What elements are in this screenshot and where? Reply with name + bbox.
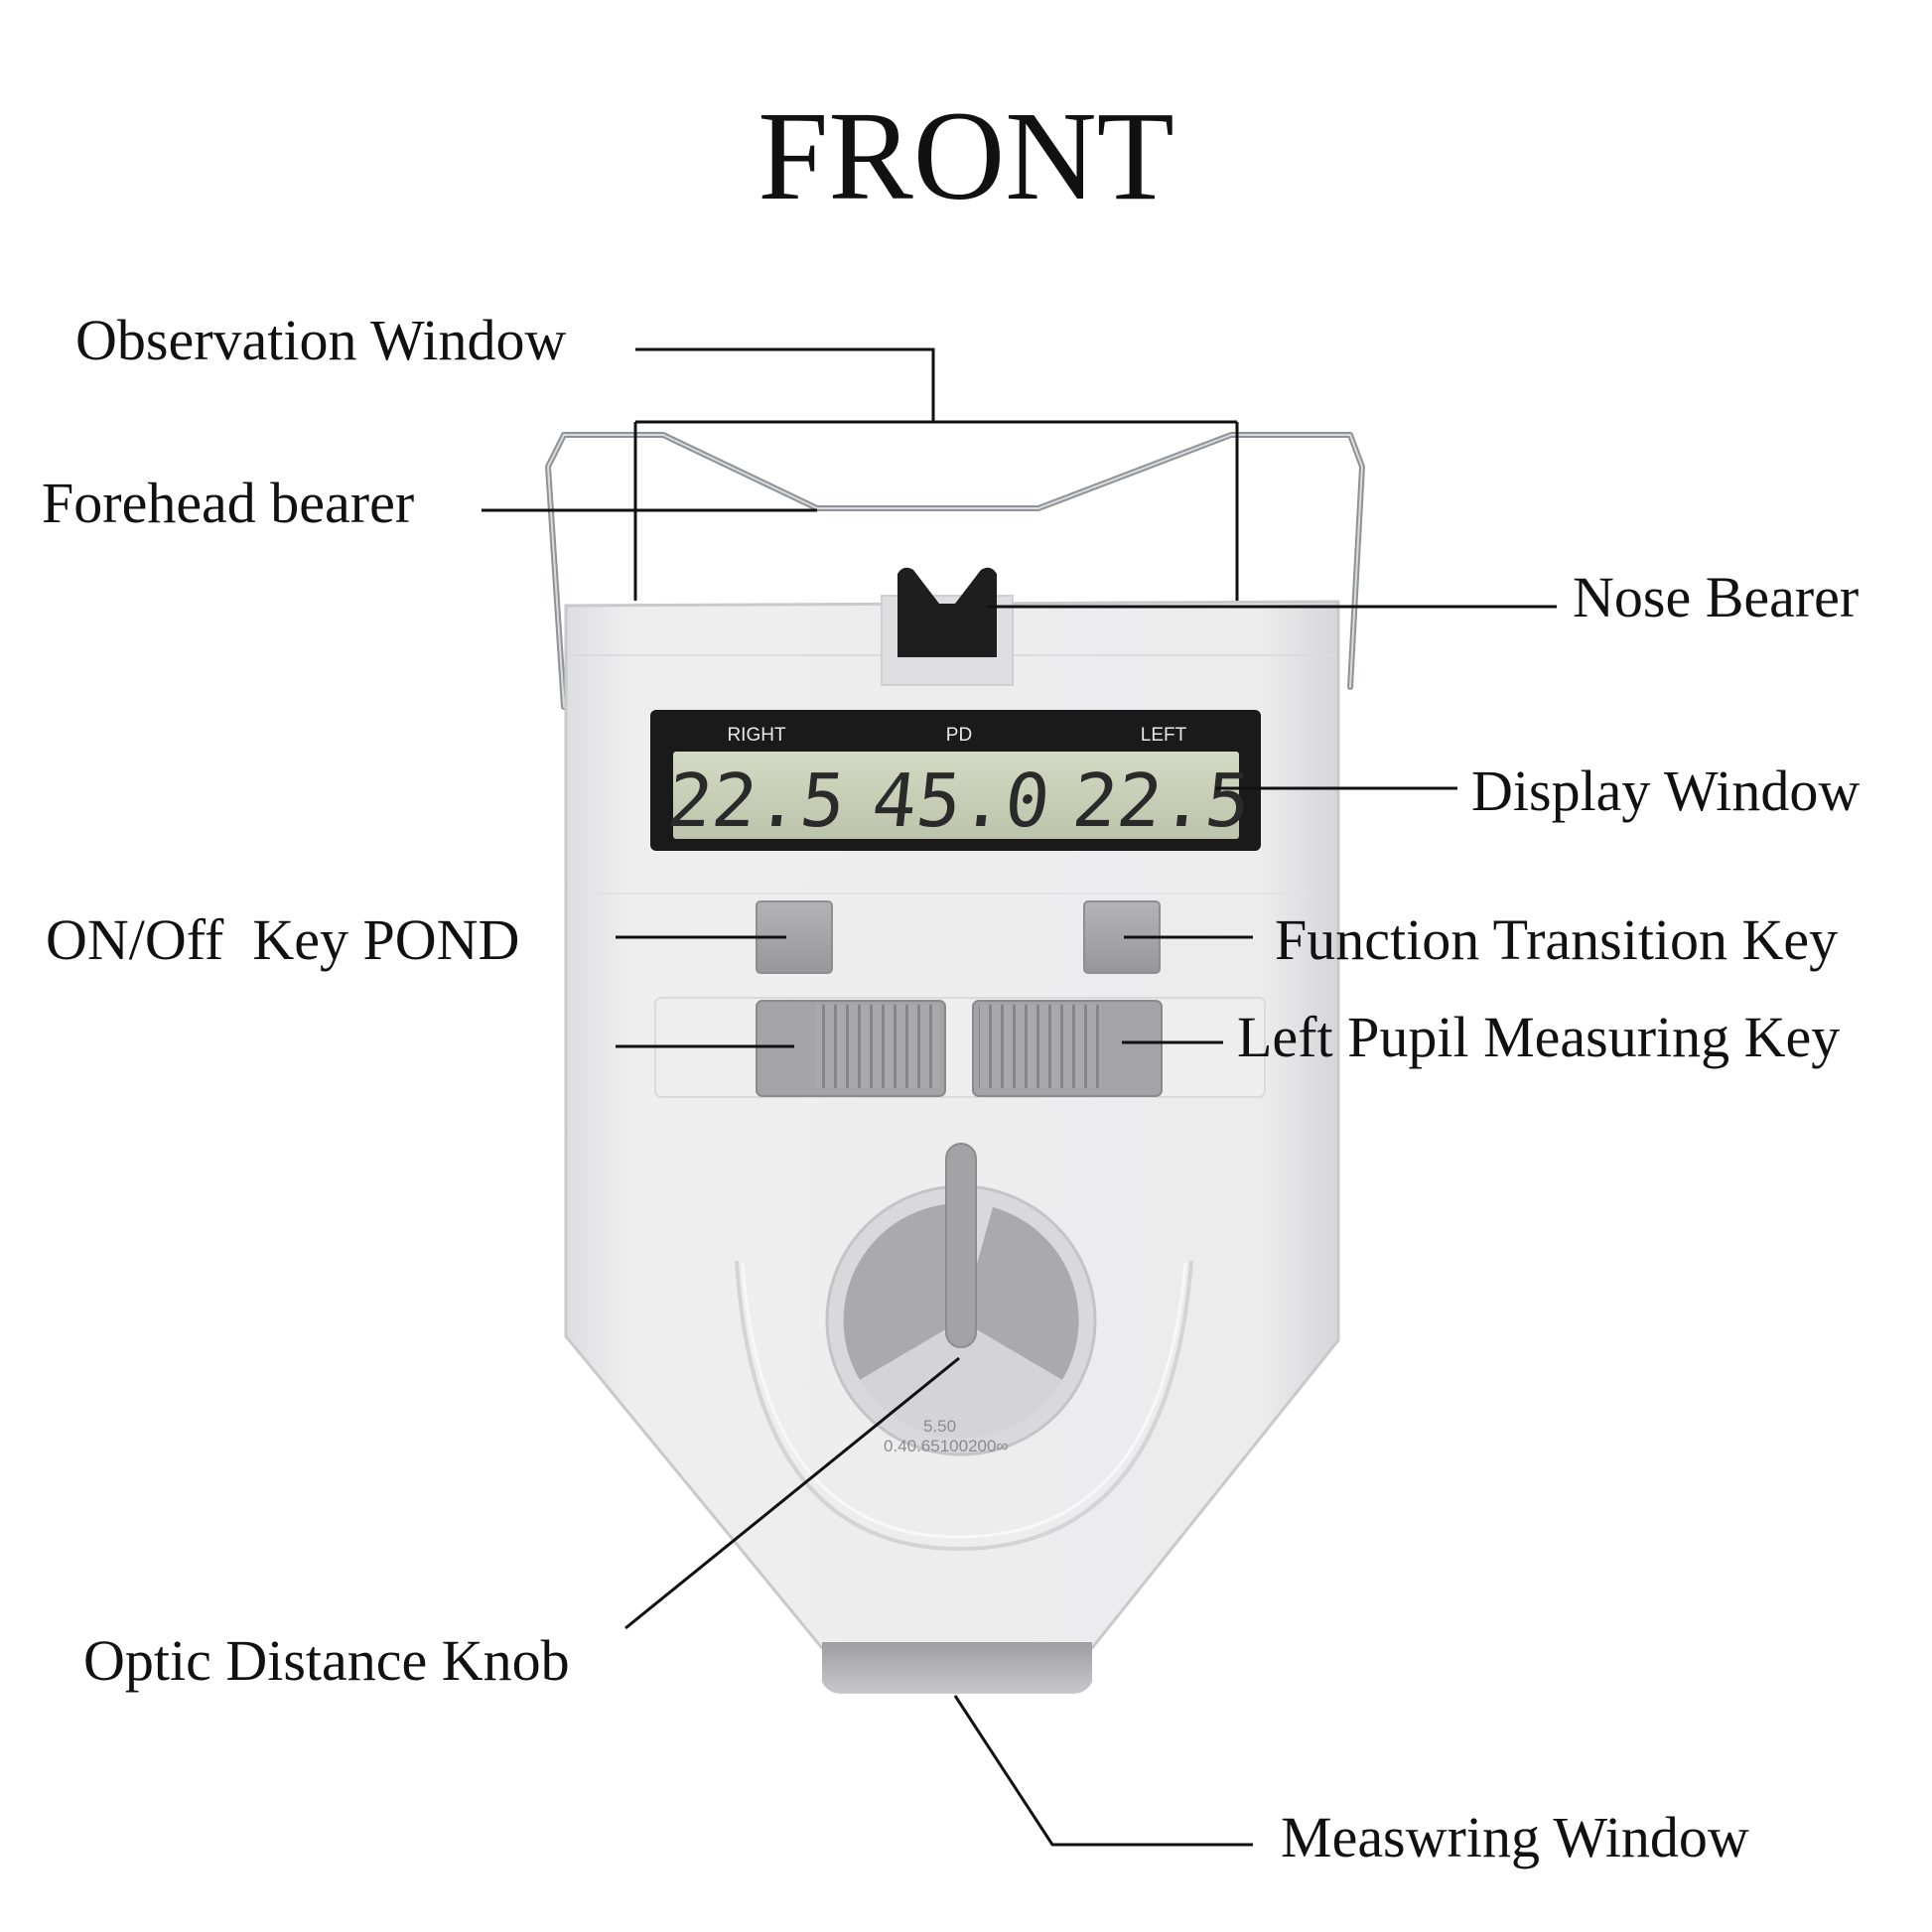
measuring-window [822,1642,1092,1694]
measuring-window-leader [953,1695,1253,1847]
label-measuring-window: Measwring Window [1281,1805,1749,1869]
lcd-header-left: LEFT [1141,725,1187,746]
lcd-value-left: 22.5 [1068,759,1254,844]
optic-distance-knob-leader [624,1356,960,1630]
optic-distance-knob[interactable]: 5.50 0.40.65100200∞ [825,1143,1097,1456]
display-window: RIGHT PD LEFT 22.5 45.0 22.5 [650,710,1261,851]
lcd-value-pd: 45.0 [868,759,1053,844]
right-pupil-measuring-key[interactable] [756,1000,946,1097]
lcd-header-pd: PD [946,725,972,746]
leader-lines [482,347,1557,1847]
observation-window-leader [633,347,1239,601]
lcd-value-right: 22.5 [663,759,849,844]
lcd-header-right: RIGHT [727,725,786,746]
knob-scale-line1: 5.50 [923,1417,956,1436]
label-nose-bearer: Nose Bearer [1573,565,1859,629]
label-left-pupil-measuring-key: Left Pupil Measuring Key [1237,1005,1840,1069]
label-display-window: Display Window [1471,759,1860,823]
knob-scale-line2: 0.40.65100200∞ [884,1437,1009,1455]
left-pupil-measuring-key[interactable] [972,1000,1163,1097]
forehead-bearer-wire [545,432,1365,710]
label-optic-distance-knob: Optic Distance Knob [83,1628,570,1693]
callout-labels: Observation Window Forehead bearer Nose … [42,308,1860,1869]
label-on-off-key: ON/Off Key POND [46,907,519,972]
nose-bearer [881,567,1014,686]
label-forehead-bearer: Forehead bearer [42,471,414,535]
label-function-transition-key: Function Transition Key [1275,907,1838,972]
label-observation-window: Observation Window [75,308,566,372]
page-title: FRONT [758,85,1174,226]
